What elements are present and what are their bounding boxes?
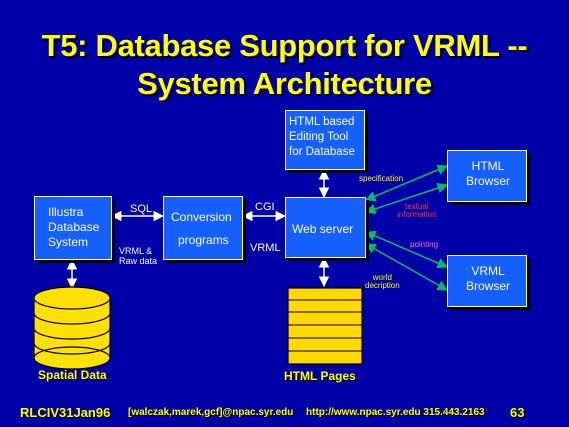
spatial-data-caption: Spatial Data [38, 368, 107, 382]
edge-webserver-vrmlbrowser-point [365, 230, 448, 269]
edge-webserver-vrmlbrowser-world [365, 243, 448, 291]
footer-date-code: RLCIV31Jan96 [20, 405, 111, 420]
illustra-database-box: Illustra Database System [34, 196, 112, 260]
web-server-box: Web server [285, 197, 366, 258]
world-description-label: world decription [365, 273, 400, 290]
vrml-browser-label: VRML Browser [465, 264, 510, 293]
editing-tool-box: HTML based Editing Tool for Database [285, 110, 365, 170]
conversion-label-line1: Conversion [171, 210, 232, 224]
vrml-browser-box: VRML Browser [447, 255, 527, 307]
slide-title-line2: System Architecture [137, 66, 432, 101]
footer-page-number: 63 [510, 405, 525, 420]
database-cylinder-icon [33, 286, 111, 370]
vrml-raw-label: VRML & Raw data [119, 246, 158, 266]
edge-webserver-htmlbrowser-spec [365, 164, 448, 202]
footer-url-phone: http://www.npac.syr.edu 315.443.2163 [306, 407, 485, 418]
pointing-label: pointing [410, 240, 439, 249]
editing-tool-label: HTML based Editing Tool for Database [289, 116, 355, 158]
html-browser-box: HTML Browser [447, 150, 527, 202]
html-pages-caption: HTML Pages [284, 369, 356, 383]
html-browser-label: HTML Browser [465, 159, 510, 188]
illustra-label: Illustra Database System [48, 205, 100, 249]
footer-emails: [walczak,marek,gcf]@npac.syr.edu [128, 407, 294, 418]
sql-label: SQL [130, 203, 153, 215]
conversion-programs-box: Conversion programs [163, 196, 243, 260]
vrml-label: VRML [250, 242, 281, 254]
textual-information-label: textual information [397, 202, 437, 219]
slide-title-line1: T5: Database Support for VRML -- [41, 28, 528, 63]
specification-label: specification [359, 174, 404, 183]
html-pages-icon [287, 287, 363, 365]
edge-webserver-htmlbrowser-text [365, 183, 448, 214]
cgi-label: CGI [255, 201, 275, 213]
web-server-label: Web server [292, 222, 354, 236]
conversion-label-line2: programs [178, 233, 229, 247]
